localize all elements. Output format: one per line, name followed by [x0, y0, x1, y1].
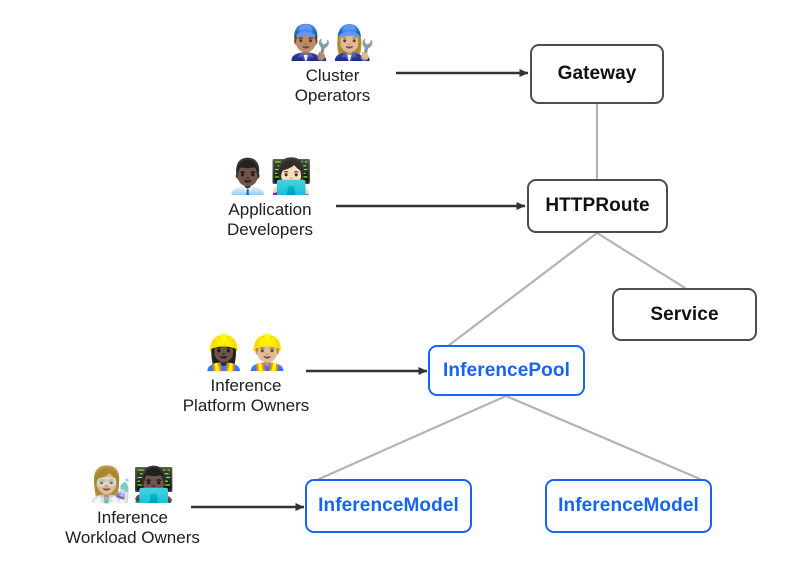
node-label: InferenceModel	[318, 495, 459, 516]
persona-label-line1: Inference	[97, 508, 168, 527]
persona-inference-workload-owners: 👩🏼‍🔬👨🏿‍💻 Inference Workload Owners	[50, 468, 215, 548]
persona-application-developers: 👨🏿‍💼👩🏻‍💻 Application Developers	[205, 160, 335, 240]
persona-cluster-operators: 👨🏽‍🔧👩🏼‍🔧 Cluster Operators	[270, 26, 395, 106]
persona-label-line2: Developers	[227, 220, 313, 240]
node-service[interactable]: Service	[612, 288, 757, 341]
edge-inferencepool-model-2	[504, 394, 702, 481]
node-label: InferencePool	[443, 359, 570, 381]
node-label: Service	[650, 303, 719, 325]
persona-label: Inference Platform Owners	[166, 376, 326, 416]
edge-httproute-inferencepool	[438, 231, 599, 354]
application-developers-icon: 👨🏿‍💼👩🏻‍💻	[226, 157, 314, 197]
edge-httproute-service	[595, 231, 687, 290]
persona-label-line2: Platform Owners	[182, 396, 310, 416]
node-inferencemodel-1[interactable]: InferenceModel	[305, 479, 472, 533]
persona-label: Cluster Operators	[270, 66, 395, 106]
node-inferencepool[interactable]: InferencePool	[428, 345, 585, 396]
persona-label-line2: Workload Owners	[65, 528, 200, 548]
node-httproute[interactable]: HTTPRoute	[527, 179, 668, 233]
persona-label: Application Developers	[205, 200, 335, 240]
inference-workload-owners-icon: 👩🏼‍🔬👨🏿‍💻	[89, 465, 176, 505]
node-label: Gateway	[557, 63, 637, 84]
node-gateway[interactable]: Gateway	[530, 44, 664, 104]
node-label: HTTPRoute	[545, 195, 650, 216]
inference-platform-owners-icon: 👷🏿‍♀️👷🏼‍♂️	[202, 333, 290, 373]
persona-label-line1: Cluster	[305, 66, 360, 85]
persona-label-line2: Operators	[294, 86, 371, 106]
cluster-operators-icon: 👨🏽‍🔧👩🏼‍🔧	[289, 23, 376, 63]
persona-label-line1: Inference	[210, 376, 282, 395]
edge-inferencepool-model-1	[317, 394, 508, 481]
persona-inference-platform-owners: 👷🏿‍♀️👷🏼‍♂️ Inference Platform Owners	[166, 336, 326, 416]
node-label: InferenceModel	[558, 495, 699, 516]
node-inferencemodel-2[interactable]: InferenceModel	[545, 479, 712, 533]
persona-label-line1: Application	[228, 200, 312, 219]
persona-label: Inference Workload Owners	[50, 508, 215, 548]
